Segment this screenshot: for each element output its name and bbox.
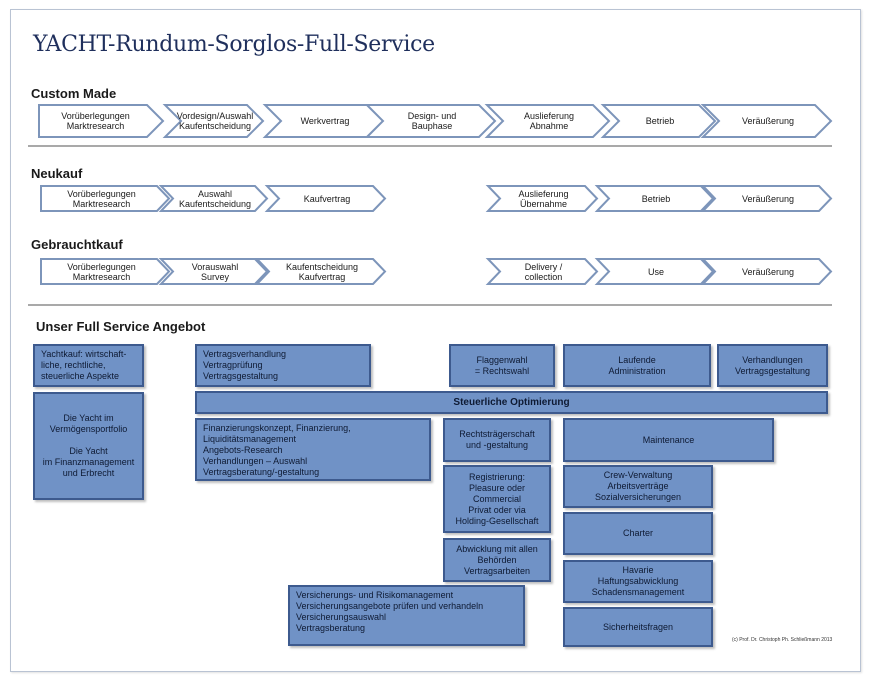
chevron-step-label: Veräußerung xyxy=(741,193,795,204)
chevron-step-label: Vorüberlegungen Marktresearch xyxy=(61,111,130,131)
box-maintenance: Maintenance xyxy=(563,418,774,462)
chevron-shape xyxy=(40,258,171,285)
box-charter: Charter xyxy=(563,512,713,555)
box-yachtkauf: Yachtkauf: wirtschaft- liche, rechtliche… xyxy=(33,344,144,387)
chevron-step-label: Vorüberlegungen Marktresearch xyxy=(67,261,136,282)
chevron-shape xyxy=(38,104,165,138)
box-steuerliche-optimierung: Steuerliche Optimierung xyxy=(195,391,828,414)
copyright-credit: (c) Prof. Dr. Christoph Ph. Schließmann … xyxy=(732,637,833,643)
chevron-step-label: Vorauswahl Survey xyxy=(191,261,239,282)
chevron-step-label: Kaufvertrag xyxy=(303,193,351,204)
chevron-step-label: Auswahl Kaufentscheidung xyxy=(178,188,252,209)
page-frame xyxy=(10,9,861,672)
page-title: YACHT-Rundum-Sorglos-Full-Service xyxy=(33,32,435,57)
chevron-shape xyxy=(484,104,611,138)
chevron-shape xyxy=(364,104,497,138)
chevron-shape xyxy=(254,258,387,285)
chevron-shape xyxy=(700,258,833,285)
box-registrierung: Registrierung: Pleasure oder Commercial … xyxy=(443,465,551,533)
chevron-step-label: Design- und Bauphase xyxy=(407,111,457,131)
box-rechtstraegerschaft: Rechtsträgerschaft und -gestaltung xyxy=(443,418,551,462)
box-flaggenwahl: Flaggenwahl = Rechtswahl xyxy=(449,344,555,387)
box-havarie: Havarie Haftungsabwicklung Schadensmanag… xyxy=(563,560,713,603)
chevron-shape xyxy=(158,185,269,212)
box-abwicklung-behoerden: Abwicklung mit allen Behörden Vertragsar… xyxy=(443,538,551,582)
chevron-shape xyxy=(594,185,715,212)
chevron-shape xyxy=(158,258,269,285)
chevron-shape xyxy=(700,104,833,138)
chevron-step-label: Veräußerung xyxy=(741,266,795,277)
chevron-step-label: Betrieb xyxy=(645,116,675,126)
chevron-shape xyxy=(594,258,715,285)
chevron-step-label: Werkvertrag xyxy=(300,116,350,126)
chevron-shape xyxy=(700,185,833,212)
chevron-step-label: Kaufentscheidung Kaufvertrag xyxy=(285,261,359,282)
box-sicherheitsfragen: Sicherheitsfragen xyxy=(563,607,713,647)
divider-1 xyxy=(28,145,832,147)
section-heading-custom-made: Custom Made xyxy=(31,86,117,101)
section-heading-full-service: Unser Full Service Angebot xyxy=(36,319,206,334)
box-finanzierungskonzept: Finanzierungskonzept, Finanzierung, Liqu… xyxy=(195,418,431,481)
chevron-shape xyxy=(485,258,599,285)
chevron-shape xyxy=(264,185,387,212)
chevron-shape xyxy=(600,104,717,138)
chevron-shape xyxy=(485,185,599,212)
chevron-step-label: Delivery / collection xyxy=(524,261,563,282)
box-verhandlungen: Verhandlungen Vertragsgestaltung xyxy=(717,344,828,387)
chevron-step-label: Use xyxy=(647,266,664,277)
section-heading-gebrauchtkauf: Gebrauchtkauf xyxy=(31,237,123,252)
box-vertragsverhandlung: Vertragsverhandlung Vertragprüfung Vertr… xyxy=(195,344,371,387)
chevron-shape xyxy=(162,104,265,138)
box-vermoegensportfolio: Die Yacht im Vermögensportfolio Die Yach… xyxy=(33,392,144,500)
chevron-step-label: Betrieb xyxy=(641,193,671,204)
chevron-step-label: Vorüberlegungen Marktresearch xyxy=(67,188,136,209)
box-versicherungsmanagement: Versicherungs- und Risikomanagement Vers… xyxy=(288,585,525,646)
chevron-step-label: Auslieferung Übernahme xyxy=(518,188,569,209)
chevron-step-label: Auslieferung Abnahme xyxy=(523,111,575,131)
chevron-step-label: Vordesign/Auswahl Kaufentscheidung xyxy=(176,111,254,131)
box-crew-verwaltung: Crew-Verwaltung Arbeitsverträge Sozialve… xyxy=(563,465,713,508)
box-laufende-administration: Laufende Administration xyxy=(563,344,711,387)
chevron-step-label: Veräußerung xyxy=(741,116,795,126)
divider-2 xyxy=(28,304,832,306)
chevron-shape xyxy=(40,185,171,212)
section-heading-neukauf: Neukauf xyxy=(31,166,83,181)
